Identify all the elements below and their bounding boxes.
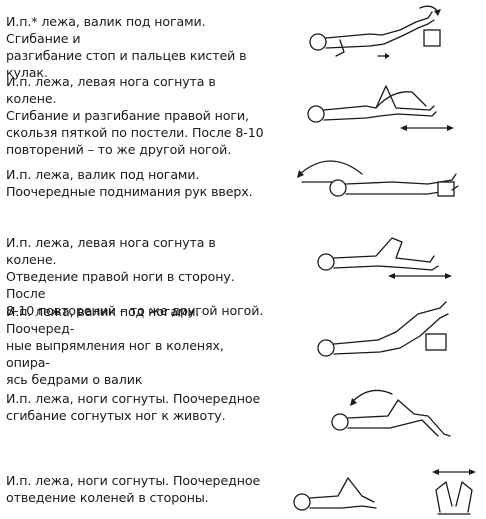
exercise-4-figure <box>317 237 452 279</box>
head-icon <box>317 253 335 271</box>
exercise-4-text: И.п. лежа, левая нога согнута в колене. … <box>6 235 264 318</box>
exercise-1-text: И.п.* лежа, валик под ногами. Сгибание и… <box>6 14 247 80</box>
exercise-7-figure-front <box>432 469 476 515</box>
head-icon <box>309 33 327 51</box>
bolster-icon <box>425 333 447 351</box>
body-outline <box>345 179 453 185</box>
exercise-7-figure-side <box>293 477 377 511</box>
exercise-2-figure <box>307 85 454 131</box>
body-outline <box>333 307 441 345</box>
exercise-6-figure <box>331 389 451 437</box>
head-icon <box>329 179 347 197</box>
exercise-2-text: И.п. лежа, левая нога согнута в колене. … <box>6 74 264 157</box>
bolster-icon <box>437 181 455 197</box>
exercise-6-text: И.п. лежа, ноги согнуты. Поочередное сги… <box>6 391 261 423</box>
exercise-1-figure <box>309 5 441 59</box>
bolster-icon <box>423 29 441 47</box>
head-icon <box>293 493 311 511</box>
raise-arm-arrow-icon <box>299 160 363 175</box>
exercise-5-text: И.п. лежа, валик под ногами. Поочеред- н… <box>6 304 224 387</box>
head-icon <box>317 339 335 357</box>
head-icon <box>331 413 349 431</box>
body-outline <box>323 85 431 111</box>
exercise-7-text: И.п. лежа, ноги согнуты. Поочередное отв… <box>6 473 261 505</box>
body-outline <box>325 17 429 39</box>
head-icon <box>307 105 325 123</box>
body-outline <box>309 477 375 503</box>
body-outline <box>347 399 445 435</box>
exercise-5-figure <box>317 301 449 357</box>
exercise-3-text: И.п. лежа, валик под ногами. Поочередные… <box>6 167 253 199</box>
flex-arrow-icon <box>351 389 393 403</box>
legs-outline <box>435 481 453 513</box>
exercise-3-figure <box>297 160 459 197</box>
body-outline <box>333 237 431 263</box>
